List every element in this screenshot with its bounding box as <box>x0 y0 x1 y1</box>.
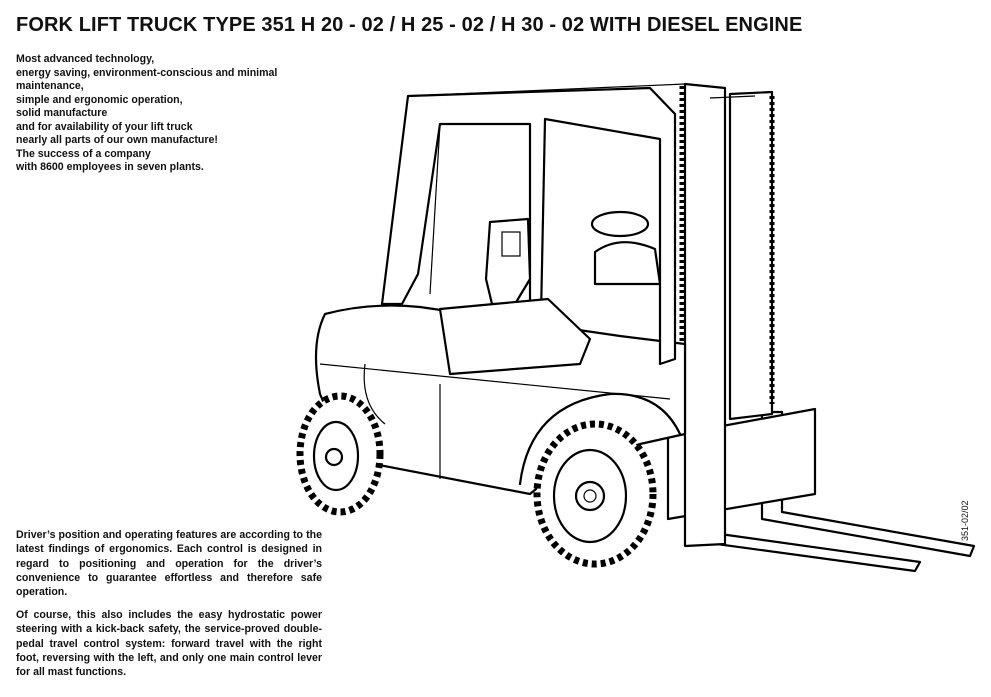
forklift-drawing <box>296 82 976 573</box>
intro-line: with 8600 employees in seven plants. <box>16 161 204 173</box>
controls-paragraph: Of course, this also includes the easy h… <box>16 609 322 679</box>
intro-line: and for availability of your lift truck <box>16 120 193 133</box>
intro-text: Most advanced technology, energy saving,… <box>16 53 328 175</box>
mast-crossbar <box>709 95 756 99</box>
intro-line: nearly all parts of our own manufacture! <box>16 134 218 146</box>
intro-line: Most advanced technology, <box>16 53 155 65</box>
mast-rear <box>728 90 774 421</box>
mast-front <box>683 82 727 548</box>
page-title: FORK LIFT TRUCK TYPE 351 H 20 - 02 / H 2… <box>16 14 803 36</box>
intro-line: The success of a company <box>16 147 151 160</box>
forklift-illustration <box>290 74 980 584</box>
ergonomics-paragraph: Driver’s position and operating features… <box>16 529 322 599</box>
steering-wheel <box>590 210 650 238</box>
intro-line: energy saving, environment-conscious and… <box>16 66 278 93</box>
drawing-reference: 351-02/02 <box>960 500 970 541</box>
right-fork <box>760 410 976 558</box>
intro-line: simple and ergonomic operation, <box>16 93 183 106</box>
intro-line: solid manufacture <box>16 107 108 119</box>
rear-wheel <box>296 392 384 516</box>
